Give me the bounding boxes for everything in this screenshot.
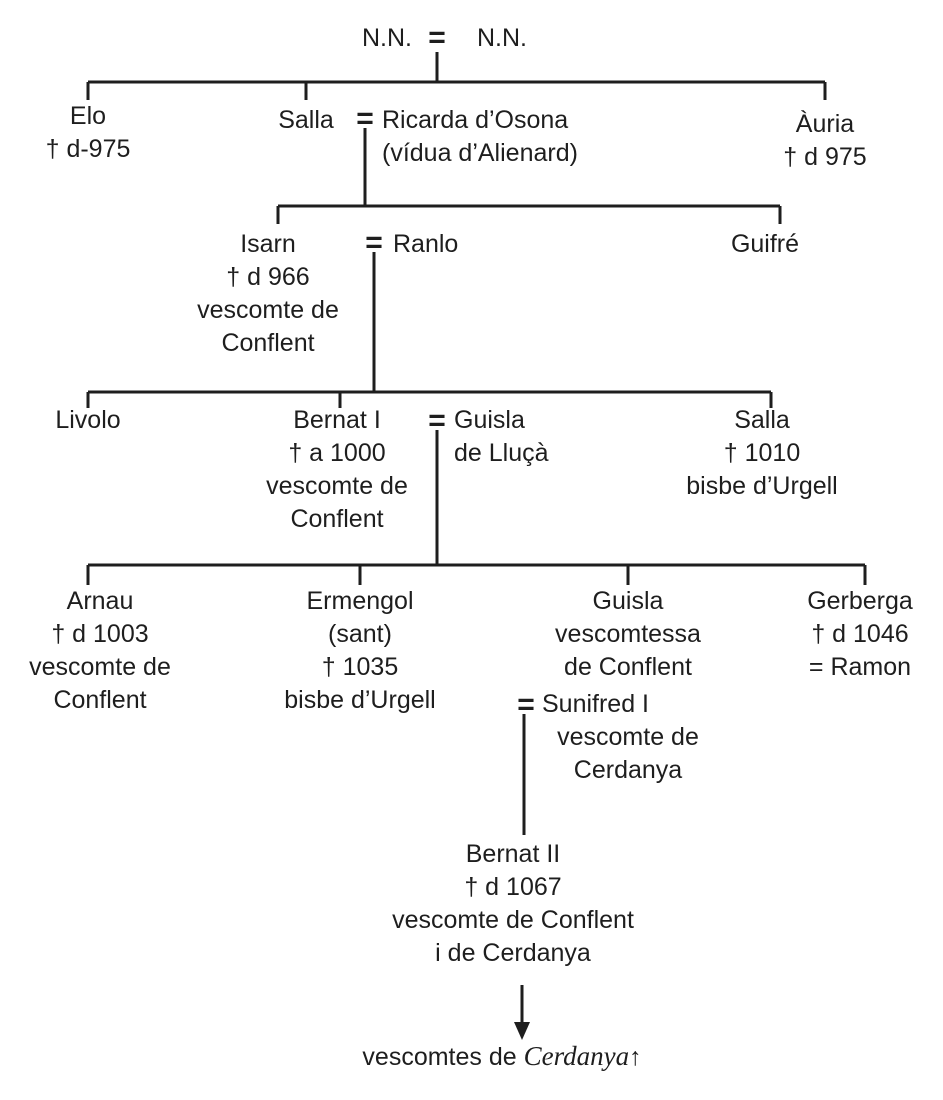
person-isarn: Isarn † d 966 vescomte de Conflent — [197, 230, 339, 357]
person-guisla-de-lluca: Guisla de Lluçà — [454, 406, 549, 467]
person-livolo: Livolo — [55, 406, 121, 434]
descent-arrowhead — [514, 1022, 530, 1040]
root-marriage-sign: = — [428, 21, 446, 54]
salla-marriage-sign: = — [356, 102, 374, 135]
bernat-i-marriage-sign: = — [428, 404, 446, 437]
footer-up-arrow: ↑ — [629, 1043, 642, 1071]
person-arnau: Arnau † d 1003 vescomte de Conflent — [29, 587, 171, 714]
root-left-name: N.N. — [362, 24, 412, 52]
person-salla: Salla — [278, 106, 334, 134]
person-ricarda: Ricarda d’Osona (vídua d’Alienard) — [382, 106, 578, 167]
person-ranlo: Ranlo — [393, 230, 459, 258]
person-sunifred-title: vescomte de Cerdanya — [557, 723, 699, 784]
person-elo: Elo † d-975 — [45, 102, 131, 163]
guisla-marriage-sign: = — [517, 688, 535, 721]
person-gerberga: Gerberga † d 1046 = Ramon — [807, 587, 913, 681]
person-sunifred-i: Sunifred I — [542, 690, 650, 718]
person-auria: Àuria † d 975 — [783, 110, 867, 171]
footer-prefix: vescomtes de — [362, 1043, 524, 1071]
isarn-marriage-sign: = — [365, 226, 383, 259]
person-guisla-vescomtessa: Guisla vescomtessa de Conflent — [555, 587, 701, 681]
footer-caption: vescomtes de Cerdanya↑ — [362, 1040, 641, 1074]
person-salla-bisbe: Salla † 1010 bisbe d’Urgell — [686, 406, 838, 500]
footer-italic-cerdanya: Cerdanya — [523, 1041, 630, 1071]
person-bernat-i: Bernat I † a 1000 vescomte de Conflent — [266, 406, 408, 533]
person-bernat-ii: Bernat II † d 1067 vescomte de Conflent … — [392, 840, 634, 967]
person-guifre: Guifré — [730, 230, 800, 258]
person-ermengol: Ermengol (sant) † 1035 bisbe d’Urgell — [284, 587, 436, 714]
root-right-name: N.N. — [477, 24, 527, 52]
